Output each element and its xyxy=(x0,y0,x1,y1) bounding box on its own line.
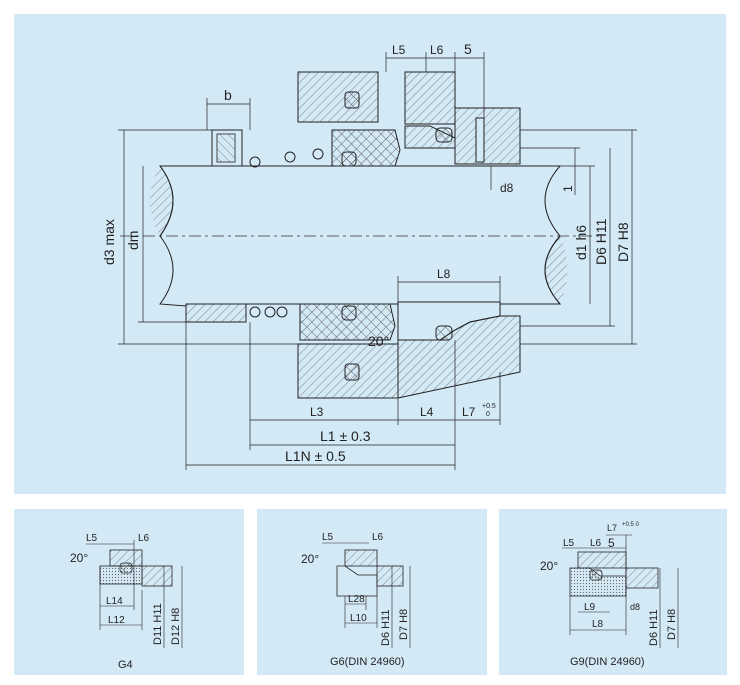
label-l8: L8 xyxy=(437,267,451,281)
g4-l12: L12 xyxy=(108,615,125,626)
label-angle: 20° xyxy=(368,333,389,349)
g4-d11: D11 H11 xyxy=(152,603,164,645)
g6-l28: L28 xyxy=(348,594,365,605)
label-dm: dm xyxy=(125,231,141,250)
g6-l5: L5 xyxy=(322,532,334,543)
label-one: 1 xyxy=(561,185,575,192)
label-five: 5 xyxy=(464,41,472,57)
g9-five: 5 xyxy=(608,536,615,550)
g9-d7: D7 H8 xyxy=(666,609,678,640)
g9-l6: L6 xyxy=(590,538,602,549)
g4-l6: L6 xyxy=(138,533,150,544)
g9-d6: D6 H11 xyxy=(648,610,660,646)
g9-l7-tol: +0.5 0 xyxy=(622,522,640,528)
label-l1n: L1N ± 0.5 xyxy=(285,448,346,464)
g4-caption: G4 xyxy=(118,659,133,671)
g6-l6: L6 xyxy=(372,532,384,543)
label-l3: L3 xyxy=(310,405,324,419)
label-d3max: d3 max xyxy=(101,219,117,265)
label-d8: d8 xyxy=(500,181,514,195)
g9-drawing: L7 +0.5 0 L5 L6 5 20° L9 d8 L8 D6 H11 D7… xyxy=(499,509,727,675)
label-d1h6: d1 h6 xyxy=(573,225,589,260)
g4-l14: L14 xyxy=(106,596,123,607)
g6-d7: D7 H8 xyxy=(398,609,410,640)
label-l7: L7 xyxy=(462,405,476,419)
g9-l5: L5 xyxy=(563,538,575,549)
g4-angle: 20° xyxy=(70,551,88,565)
label-l7-tol-lower: 0 xyxy=(486,411,490,418)
g4-drawing: L5 L6 20° L14 L12 D11 H11 D12 H8 xyxy=(14,509,244,675)
label-l5: L5 xyxy=(392,43,406,57)
dimension-lines xyxy=(118,52,637,470)
g6-caption: G6(DIN 24960) xyxy=(330,656,405,668)
label-l7-tol-upper: +0.5 xyxy=(482,403,496,410)
lower-half xyxy=(185,301,521,399)
label-l1: L1 ± 0.3 xyxy=(320,428,371,444)
g9-l7: L7 xyxy=(607,523,617,533)
label-l4: L4 xyxy=(420,405,434,419)
shaft xyxy=(120,165,600,307)
g4-d12: D12 H8 xyxy=(170,608,182,645)
g9-angle: 20° xyxy=(540,559,558,573)
g9-l9: L9 xyxy=(584,602,596,613)
g6-angle: 20° xyxy=(301,552,319,566)
g6-l10: L10 xyxy=(350,613,367,624)
label-d7h8: D7 H8 xyxy=(615,222,631,262)
label-d6h11: D6 H11 xyxy=(593,218,609,265)
label-l6: L6 xyxy=(430,43,444,57)
g9-d8: d8 xyxy=(630,602,640,612)
main-labels: b L5 L6 5 d3 max dm d8 1 d1 h6 D6 H11 D7… xyxy=(101,41,631,464)
rotating-assembly xyxy=(211,125,456,168)
g9-l8: L8 xyxy=(592,619,604,630)
upper-housing xyxy=(297,71,521,165)
label-b: b xyxy=(224,87,232,103)
g6-drawing: L5 L6 20° L28 L10 D6 H11 D7 H8 xyxy=(257,509,487,675)
g4-l5: L5 xyxy=(86,533,98,544)
g9-caption: G9(DIN 24960) xyxy=(570,656,645,668)
g6-d6: D6 H11 xyxy=(380,610,392,646)
